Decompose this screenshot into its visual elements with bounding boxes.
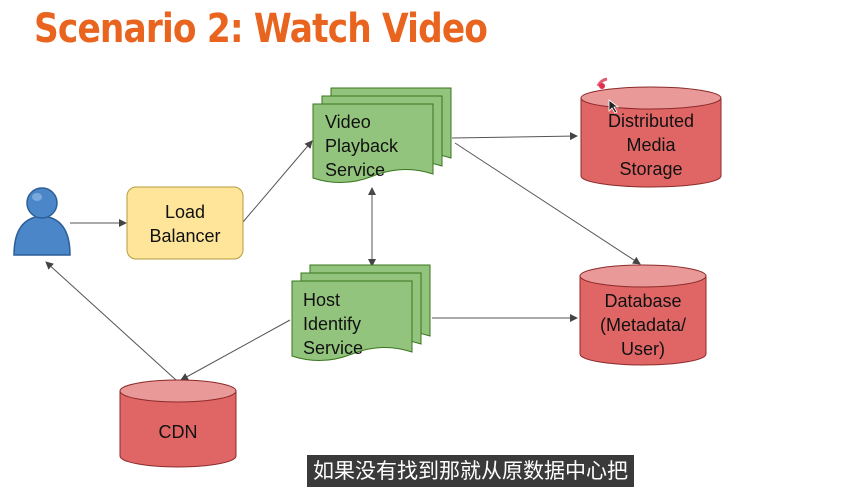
arrow-playback-to-database (454, 142, 641, 265)
load-balancer-label-2: Balancer (149, 226, 220, 246)
media-storage-node: Distributed Media Storage (580, 86, 722, 188)
video-subtitle: 如果没有找到那就从原数据中心把 (307, 455, 634, 487)
slide-title: Scenario 2: Watch Video (34, 6, 488, 52)
playback-label-2: Playback (325, 136, 399, 156)
media-storage-label-2: Media (626, 135, 676, 155)
video-playback-service-node: Video Playback Service (312, 87, 452, 183)
arrow-playback-to-storage (451, 132, 578, 141)
media-storage-label-1: Distributed (608, 111, 694, 131)
database-node: Database (Metadata/ User) (579, 264, 707, 366)
playback-label-3: Service (325, 160, 385, 180)
connectors (45, 132, 641, 381)
arrow-cdn-to-user (45, 261, 177, 381)
host-identify-label-1: Host (303, 290, 340, 310)
load-balancer-label-1: Load (165, 202, 205, 222)
arrow-host-to-cdn (180, 319, 291, 381)
database-label-2: (Metadata/ (600, 315, 686, 335)
database-label-1: Database (604, 291, 681, 311)
host-identify-label-3: Service (303, 338, 363, 358)
host-identify-label-2: Identify (303, 314, 361, 334)
cdn-node: CDN (119, 379, 237, 468)
playback-label-1: Video (325, 112, 371, 132)
user-icon (13, 187, 71, 256)
arrow-balancer-to-playback (242, 140, 313, 223)
load-balancer-node: Load Balancer (126, 186, 244, 260)
host-identify-service-node: Host Identify Service (291, 264, 431, 361)
media-storage-label-3: Storage (619, 159, 682, 179)
database-label-3: User) (621, 339, 665, 359)
cursor-icon (596, 77, 620, 114)
cdn-label: CDN (159, 422, 198, 442)
